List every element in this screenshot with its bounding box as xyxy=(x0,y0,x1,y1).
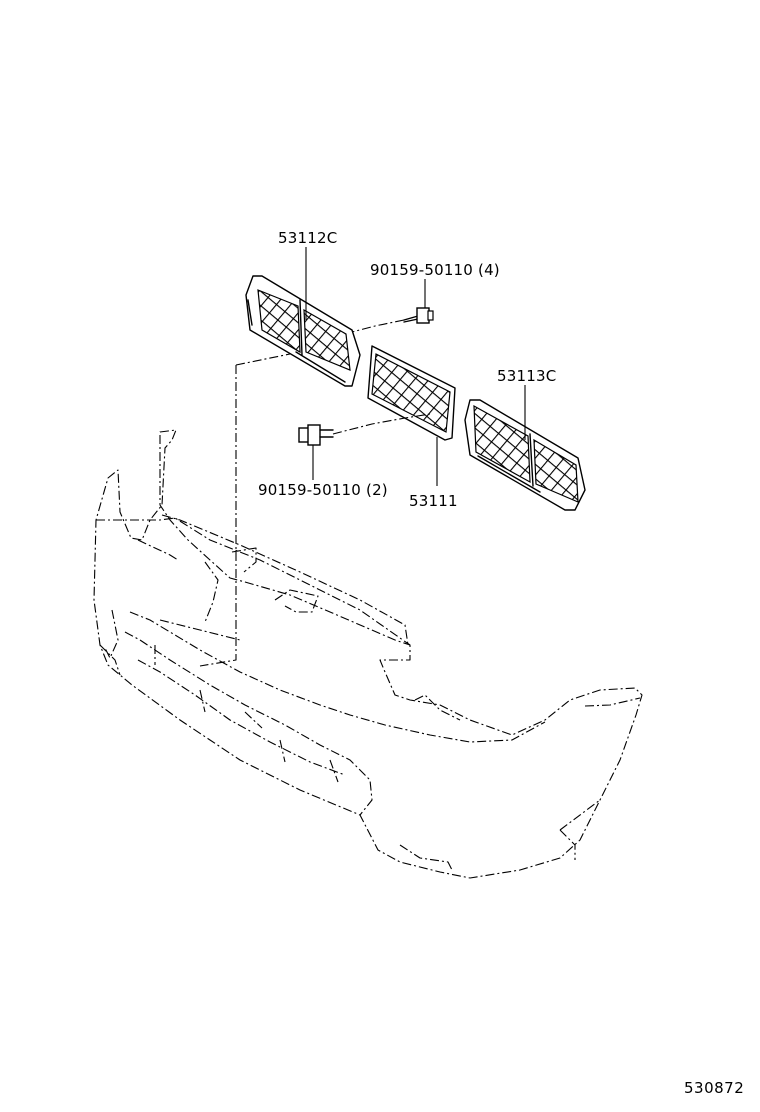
screw-lower-path xyxy=(332,413,431,435)
grille-center-53111 xyxy=(367,345,456,441)
screw-upper-icon xyxy=(403,307,434,324)
diagram-reference-number: 530872 xyxy=(684,1079,744,1097)
label-53113c: 53113C xyxy=(497,367,556,385)
label-screw-upper: 90159-50110 (4) xyxy=(370,261,500,279)
screw-upper-path xyxy=(351,319,405,333)
alignment-guide-left xyxy=(199,365,237,667)
label-53111: 53111 xyxy=(409,492,458,510)
grille-right-53113c xyxy=(464,399,586,511)
label-53112c: 53112C xyxy=(278,229,337,247)
screw-lower-icon xyxy=(298,424,334,446)
label-screw-lower: 90159-50110 (2) xyxy=(258,481,388,499)
front-bumper-cover xyxy=(93,429,643,879)
alignment-guide-left-2 xyxy=(235,353,291,366)
grille-left-53112c xyxy=(245,275,361,387)
